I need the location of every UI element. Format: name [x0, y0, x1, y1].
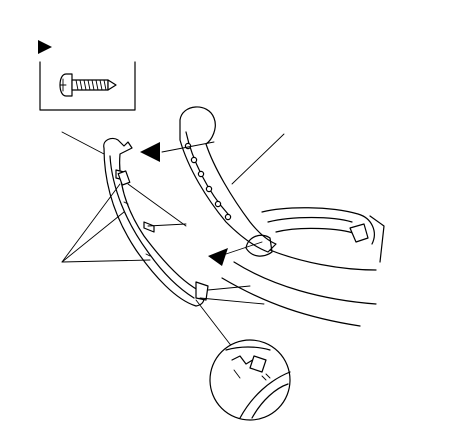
legend-triangle-marker-icon	[38, 40, 52, 54]
tapping-screw-icon	[59, 73, 117, 97]
leader-lines	[61, 131, 285, 353]
screw-marker-upper	[140, 142, 160, 162]
clip-detail-magnifier	[209, 339, 291, 421]
pillar-trim-panel	[103, 137, 209, 307]
door-opening-body	[179, 106, 385, 327]
screw-marker-lower	[208, 248, 228, 266]
fastener-legend	[38, 40, 136, 111]
legend-box-frame	[39, 61, 136, 111]
upper-clip	[117, 170, 131, 186]
